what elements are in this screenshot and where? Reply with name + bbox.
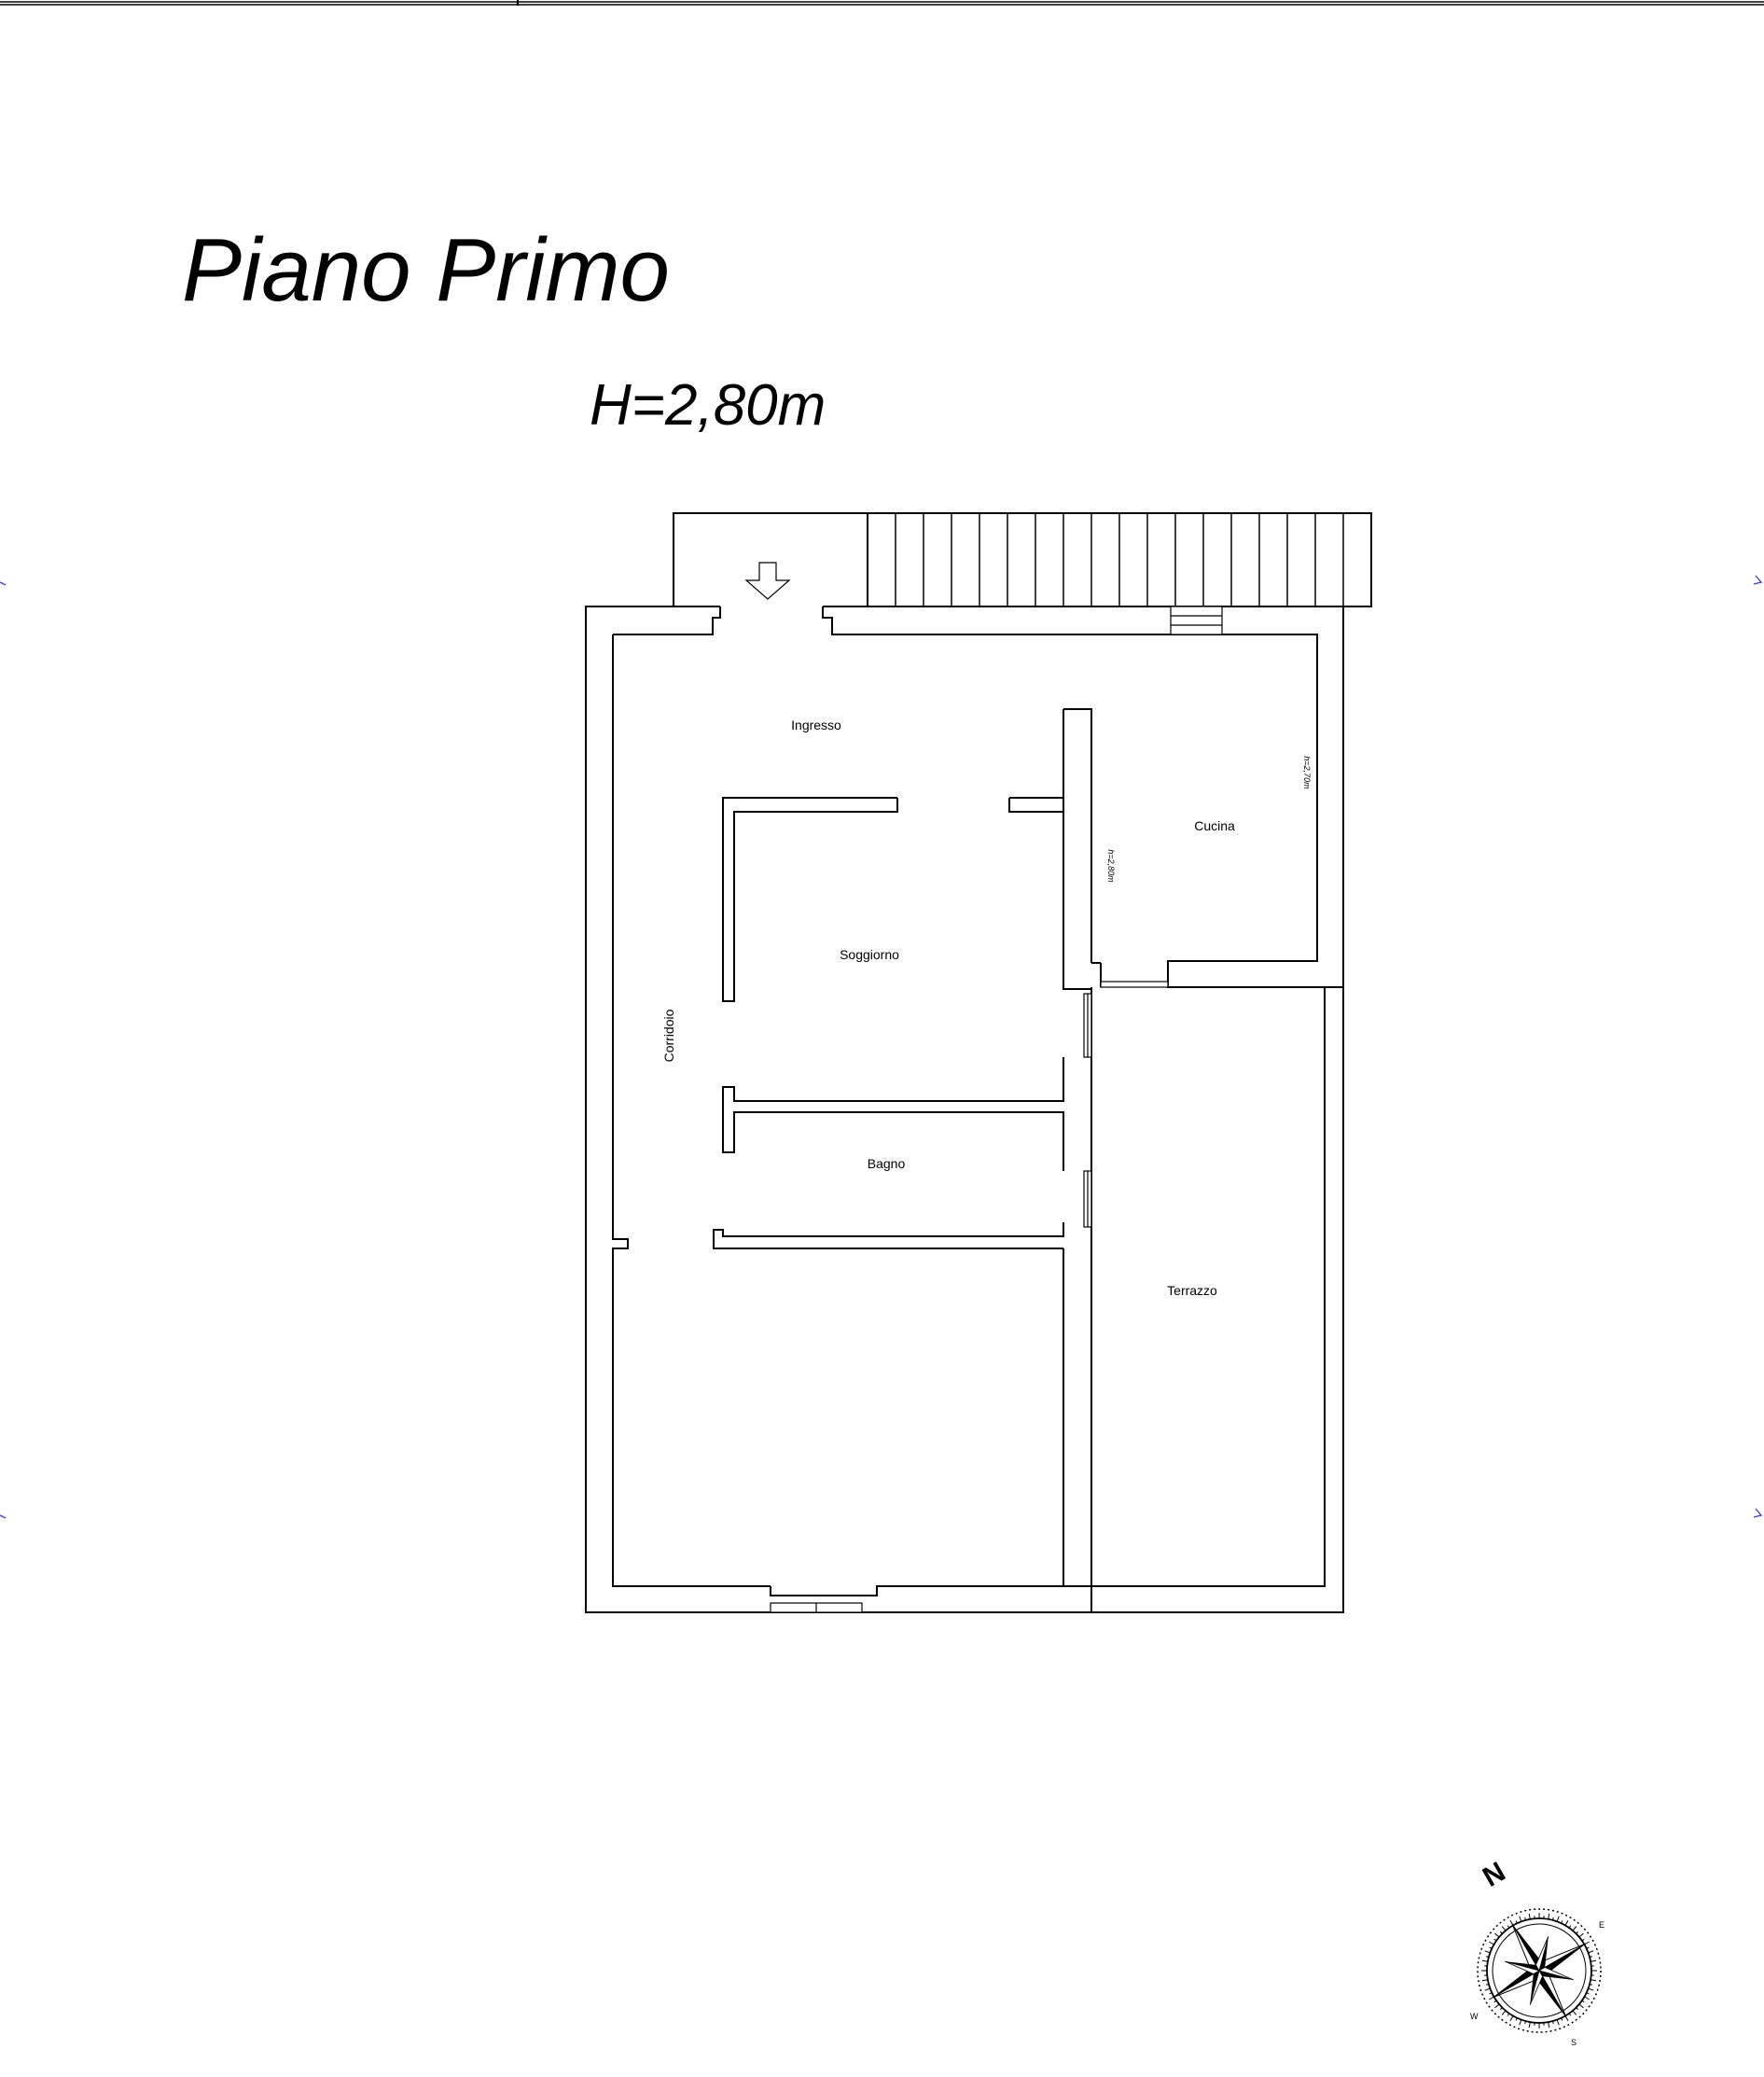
room-label-corridoio: Corridoio	[661, 1009, 676, 1062]
compass-tick	[1578, 2003, 1584, 2009]
compass-tick	[1494, 1932, 1500, 1938]
compass-tick	[1561, 1920, 1563, 1924]
compass-tick	[1481, 1959, 1488, 1962]
compass-east-label: E	[1599, 1920, 1604, 1930]
compass-tick	[1589, 1956, 1593, 1958]
compass-tick	[1485, 1984, 1490, 1986]
compass-tick	[1556, 2019, 1560, 2026]
compass-tick	[1494, 2003, 1500, 2009]
window-top	[1170, 606, 1223, 635]
cucina-walls	[1008, 708, 1102, 987]
room-label-bagno: Bagno	[868, 1156, 906, 1171]
compass-tick	[1489, 1992, 1493, 1995]
room-label-soggiorno: Soggiorno	[840, 947, 899, 962]
room-label-cucina: Cucina	[1194, 818, 1235, 833]
compass-tick	[1568, 2013, 1572, 2016]
compass-tick	[1485, 1956, 1490, 1958]
room-label-terrazzo: Terrazzo	[1167, 1283, 1217, 1298]
compass-tick	[1509, 2015, 1514, 2021]
compass-rose-icon: N W E S	[1470, 1857, 1604, 2047]
compass-tick	[1489, 1946, 1493, 1949]
compass-tick	[1552, 2020, 1554, 2025]
compass-tick	[1590, 1959, 1597, 1962]
window-cucina	[1100, 981, 1169, 988]
compass-tick	[1515, 2017, 1518, 2021]
bagno-walls	[713, 1057, 1064, 1586]
compass-tick	[1572, 1926, 1577, 1931]
compass-tick	[1552, 1917, 1554, 1921]
window-soggiorno	[1083, 993, 1092, 1058]
compass-west-label: W	[1470, 2012, 1479, 2021]
compass-tick	[1581, 1938, 1585, 1942]
compass-tick	[1481, 1979, 1488, 1982]
window-bagno	[1083, 1170, 1092, 1228]
compass-tick	[1519, 2019, 1522, 2026]
compass-tick	[1589, 1984, 1593, 1986]
compass-tick	[1493, 1938, 1497, 1942]
compass-tick	[1564, 1920, 1569, 1926]
compass-tick	[1489, 1941, 1494, 1945]
window-bottom	[770, 1602, 863, 1613]
compass-south-label: S	[1571, 2038, 1576, 2047]
staircase	[867, 512, 1372, 607]
compass-tick	[1484, 1950, 1491, 1954]
compass-tick	[1501, 2010, 1507, 2015]
compass-tick	[1586, 1946, 1590, 1949]
compass-tick	[1578, 1932, 1584, 1938]
wall-height-cucina-east: h=2,70m	[1302, 756, 1312, 789]
wall-height-cucina-west: h=2,80m	[1106, 849, 1116, 883]
compass-tick	[1590, 1979, 1597, 1982]
edge-markers	[0, 575, 1763, 1519]
compass-tick	[1561, 2017, 1563, 2021]
compass-tick	[1528, 2022, 1531, 2028]
compass-tick	[1493, 2000, 1497, 2003]
compass-tick	[1507, 1925, 1510, 1929]
entrance-arrow-icon	[744, 562, 791, 600]
compass-tick	[1588, 1950, 1594, 1954]
frame-top-border	[0, 0, 1764, 6]
compass-tick	[1528, 1913, 1531, 1919]
compass-tick	[1584, 1996, 1590, 2000]
compass-tick	[1499, 1931, 1503, 1934]
compass-tick	[1501, 1926, 1507, 1931]
compass-tick	[1484, 1987, 1491, 1991]
compass-tick	[1515, 1920, 1518, 1924]
compass-tick	[1581, 2000, 1585, 2003]
compass-tick	[1507, 2013, 1510, 2016]
room-label-ingresso: Ingresso	[791, 718, 841, 732]
compass-tick	[1499, 2007, 1503, 2011]
page-title: Piano Primo	[182, 220, 670, 320]
compass-tick	[1568, 1925, 1572, 1929]
entrance-landing	[673, 512, 868, 606]
compass-tick	[1524, 2020, 1526, 2025]
compass-tick	[1576, 2007, 1579, 2011]
compass-tick	[1519, 1916, 1522, 1922]
compass-north-label: N	[1478, 1857, 1510, 1893]
compass-tick	[1524, 1917, 1526, 1921]
compass-tick	[1576, 1931, 1579, 1934]
height-label: H=2,80m	[590, 373, 826, 438]
compass-tick	[1556, 1916, 1560, 1922]
compass-tick	[1586, 1992, 1590, 1995]
compass-tick	[1572, 2010, 1577, 2015]
outer-walls	[585, 606, 1344, 1613]
soggiorno-walls	[722, 797, 1091, 1002]
compass-tick	[1588, 1987, 1594, 1991]
